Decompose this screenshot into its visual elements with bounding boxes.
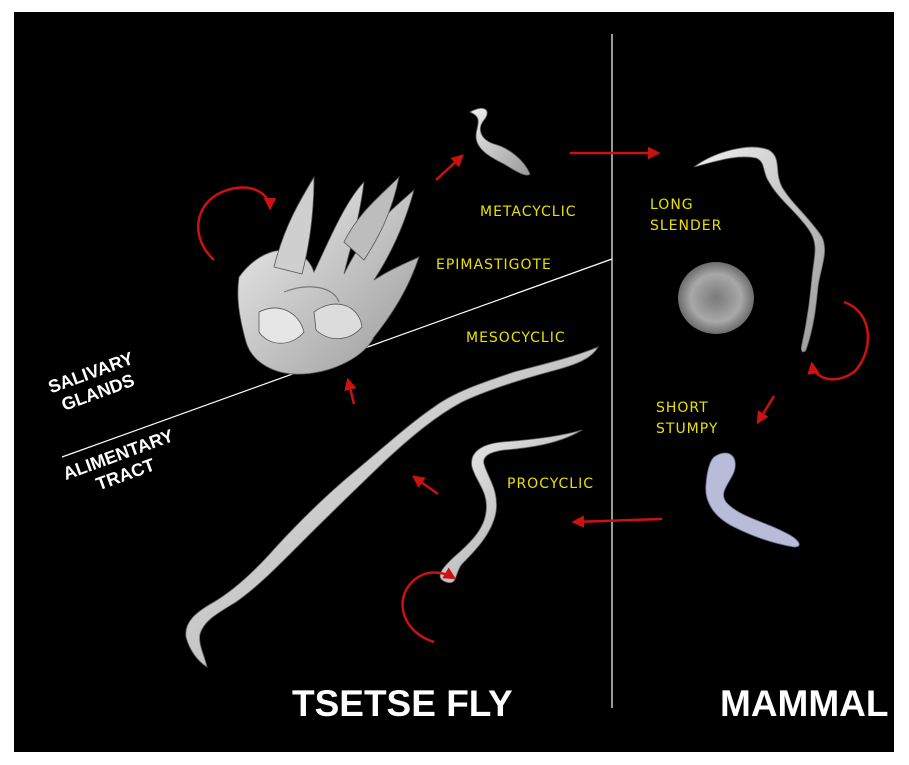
label-short-stumpy: SHORT STUMPY (656, 398, 718, 440)
label-long-slender: LONG SLENDER (650, 195, 722, 237)
label-mammal: MAMMAL (720, 684, 889, 724)
metacyclic-parasite (470, 108, 530, 175)
cycle-arrow-epimastigote (198, 187, 270, 260)
arrow-stumpy-to-procyclic (574, 519, 662, 522)
label-short-stumpy-line1: SHORT (656, 398, 718, 419)
cycle-arrow-procyclic (403, 573, 454, 643)
label-metacyclic: METACYCLIC (480, 202, 577, 223)
arrow-procyclic-to-meso (414, 477, 438, 494)
label-short-stumpy-line2: STUMPY (656, 419, 718, 440)
label-tsetse-fly: TSETSE FLY (292, 684, 513, 724)
cycle-arrow-slender (812, 302, 868, 379)
label-long-slender-line1: LONG (650, 195, 722, 216)
label-epimastigote: EPIMASTIGOTE (436, 255, 552, 276)
short-stumpy-parasite (706, 453, 799, 547)
arrow-meso-to-epi (348, 380, 354, 404)
procyclic-parasite (440, 430, 582, 583)
arrow-epi-to-meta (436, 156, 462, 180)
epimastigote-cluster (238, 177, 419, 374)
life-cycle-diagram (14, 12, 894, 752)
arrow-slender-to-stumpy (758, 396, 774, 422)
diagram-panel: METACYCLIC EPIMASTIGOTE MESOCYCLIC PROCY… (14, 12, 894, 752)
label-procyclic: PROCYCLIC (507, 474, 594, 495)
label-long-slender-line2: SLENDER (650, 216, 722, 237)
mesocyclic-parasite (186, 347, 598, 667)
red-blood-cell (678, 262, 754, 334)
label-mesocyclic: MESOCYCLIC (466, 328, 566, 349)
